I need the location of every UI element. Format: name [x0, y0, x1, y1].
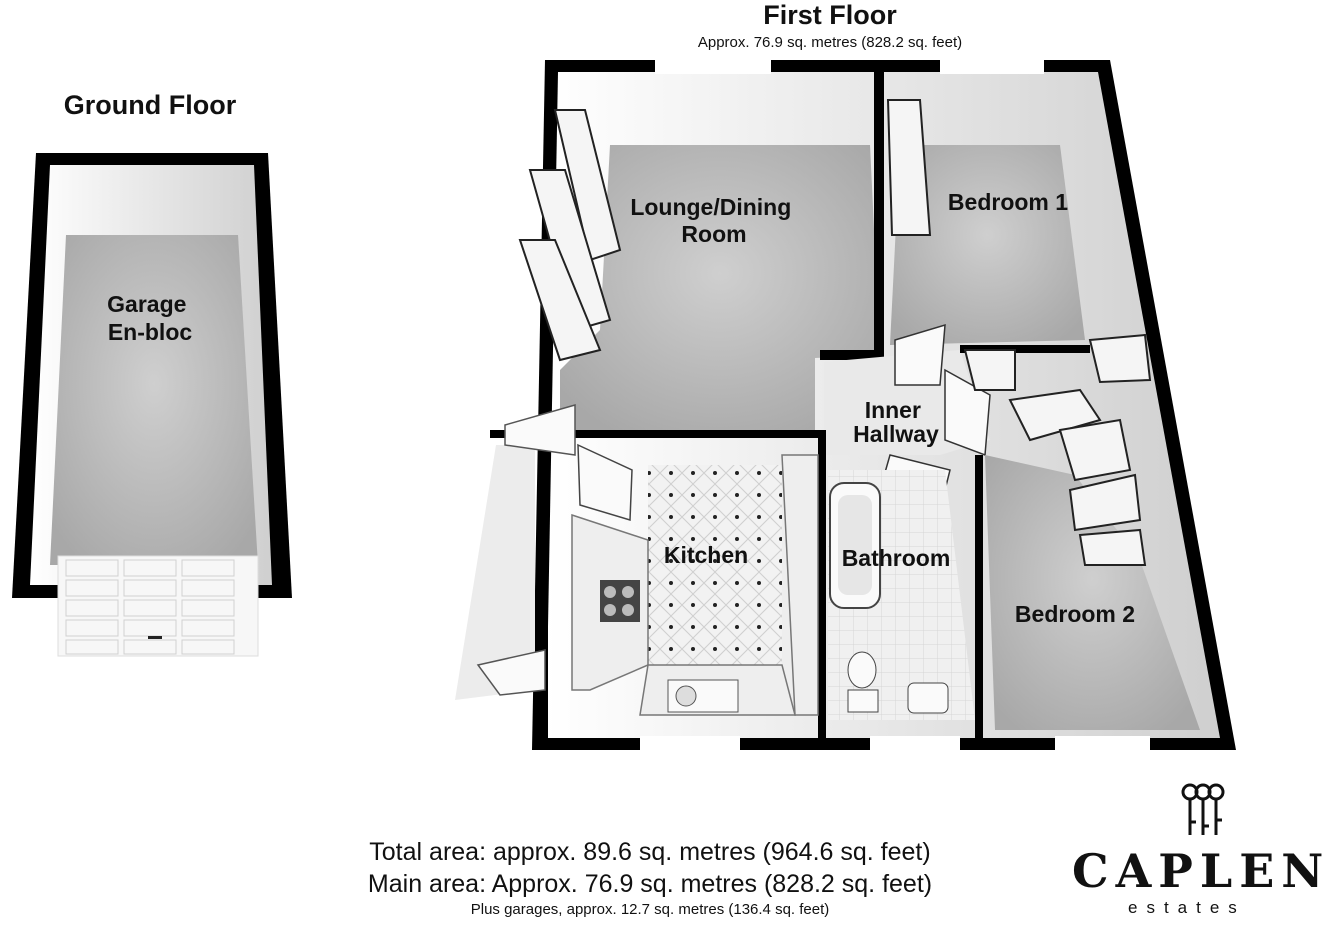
first-floor-area: Approx. 76.9 sq. metres (828.2 sq. feet): [697, 34, 963, 51]
brand-name: CAPLEN: [1072, 844, 1331, 898]
sink-icon: [667, 679, 739, 713]
bottom-windows: [640, 736, 1150, 752]
bedroom1-wardrobes: [886, 99, 932, 236]
bedroom1-label: Bedroom 1: [948, 189, 1068, 215]
garage-label: Garage En-bloc: [107, 291, 193, 345]
top-windows: [655, 58, 1044, 74]
area-totals: Total area: approx. 89.6 sq. metres (964…: [300, 836, 1000, 920]
ground-floor-title: Ground Floor: [63, 90, 237, 120]
bedroom2-label: Bedroom 2: [1015, 601, 1135, 627]
left-vents: [476, 404, 576, 696]
inner-hallway-label: Inner Hallway: [853, 397, 939, 447]
left-store: [455, 445, 535, 700]
garage-room: Garage En-bloc: [12, 153, 292, 657]
main-area: Main area: Approx. 76.9 sq. metres (828.…: [367, 870, 933, 898]
toilet-icon: [847, 651, 879, 713]
basin-icon: [907, 682, 949, 714]
bathroom: Bathroom: [828, 470, 975, 720]
garage-area: Plus garages, approx. 12.7 sq. metres (1…: [470, 901, 830, 918]
brand-tagline: estates: [1128, 898, 1246, 917]
first-floor-title: First Floor: [763, 0, 897, 30]
lounge-cupboards: [518, 109, 622, 362]
kitchen-label: Kitchen: [664, 542, 748, 568]
bedroom-2: Bedroom 2: [963, 333, 1200, 730]
kitchen-window: [577, 443, 633, 521]
key-cluster-icon: [1181, 783, 1225, 835]
lounge-label: Lounge/Dining Room: [630, 194, 797, 247]
kitchen: Kitchen: [571, 443, 819, 716]
garage-door: [57, 555, 259, 657]
bath-icon: [829, 482, 881, 609]
lounge-dining-room: Lounge/Dining Room: [518, 109, 880, 430]
hob-icon: [600, 580, 640, 622]
wall-lounge-bedroom1: [874, 60, 884, 356]
bedroom-1: Bedroom 1: [886, 99, 1085, 345]
total-area: Total area: approx. 89.6 sq. metres (964…: [369, 838, 931, 866]
interior-walls: [490, 345, 1090, 750]
garage-door-handle: [148, 636, 162, 639]
bedroom2-wardrobes: [963, 333, 1152, 566]
bathroom-label: Bathroom: [842, 545, 951, 571]
